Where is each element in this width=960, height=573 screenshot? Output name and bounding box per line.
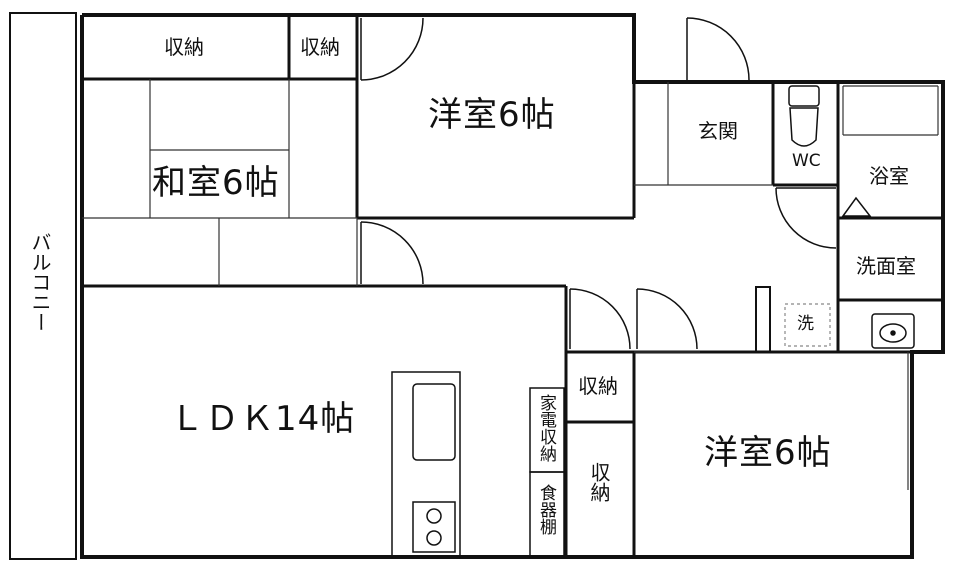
entrance-label: 玄関 — [698, 119, 738, 143]
cupboard-label: 食器棚 — [536, 484, 556, 535]
western-room-bottom-label: 洋室6帖 — [704, 433, 832, 473]
interior-walls — [82, 15, 943, 557]
doors — [360, 17, 872, 350]
toilet-icon — [788, 85, 820, 147]
storage-middle-label: 収納 — [578, 374, 618, 398]
kitchen-counter — [391, 371, 461, 558]
washroom-label: 洗面室 — [856, 254, 916, 278]
bathroom-label: 浴室 — [869, 164, 909, 188]
storage-top-small-label: 収納 — [300, 35, 340, 59]
thin-lines — [82, 79, 939, 490]
western-room-top-label: 洋室6帖 — [428, 95, 556, 135]
appliance-storage-label: 家電収納 — [536, 394, 556, 462]
ldk-label: ＬＤＫ14帖 — [170, 399, 356, 439]
storage-lower-label: 収納 — [587, 462, 611, 502]
storage-top-left-label: 収納 — [164, 35, 204, 59]
wc-label: WC — [792, 151, 821, 171]
cupboards — [529, 387, 565, 558]
japanese-room-label: 和室6帖 — [152, 163, 280, 203]
washing-machine-area — [784, 303, 831, 347]
balcony-label: バルコニー — [28, 232, 52, 332]
sink-icon — [871, 313, 915, 349]
washing-machine-label: 洗 — [797, 314, 814, 334]
balcony — [9, 12, 77, 560]
